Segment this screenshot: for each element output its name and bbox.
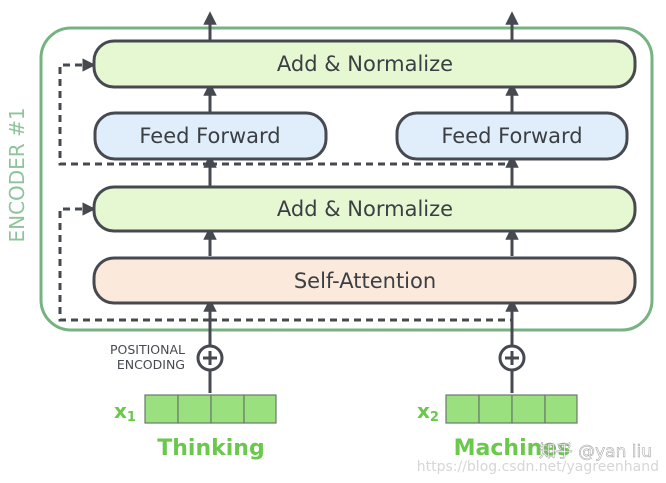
residual-connection-bottom: [58, 202, 210, 322]
input-vector-1: [144, 394, 277, 424]
input-symbol-1: x1: [114, 399, 136, 425]
self-attention-block: [92, 256, 637, 305]
add-positional-encoding-icon: [498, 344, 526, 372]
input-word-2: Machines: [454, 436, 571, 461]
add-normalize-top-block: [92, 39, 637, 89]
self-attention-label: Self-Attention: [294, 269, 436, 293]
encoder-frame: [39, 26, 654, 332]
feed-forward-left-label: Feed Forward: [139, 124, 280, 148]
watermark-url: https://blog.csdn.net/yagreenhand: [417, 459, 659, 475]
positional-encoding-label-line2: ENCODING: [117, 357, 185, 372]
add-normalize-top-label: Add & Normalize: [277, 52, 453, 76]
add-normalize-bottom-label: Add & Normalize: [277, 197, 453, 221]
encoder-label: ENCODER #1: [5, 107, 29, 242]
positional-encoding-label-line1: POSITIONAL: [110, 342, 185, 357]
feed-forward-right-block: [395, 111, 629, 161]
feed-forward-right-label: Feed Forward: [441, 124, 582, 148]
add-normalize-bottom-block: [92, 185, 637, 233]
add-positional-encoding-icon: [196, 344, 224, 372]
watermark-author: 知乎 @yan liu: [539, 442, 652, 462]
feed-forward-left-block: [93, 111, 328, 161]
residual-connection-top: [58, 58, 210, 166]
input-word-1: Thinking: [157, 436, 264, 461]
input-vector-2: [445, 394, 578, 424]
input-symbol-2: x2: [417, 399, 439, 425]
